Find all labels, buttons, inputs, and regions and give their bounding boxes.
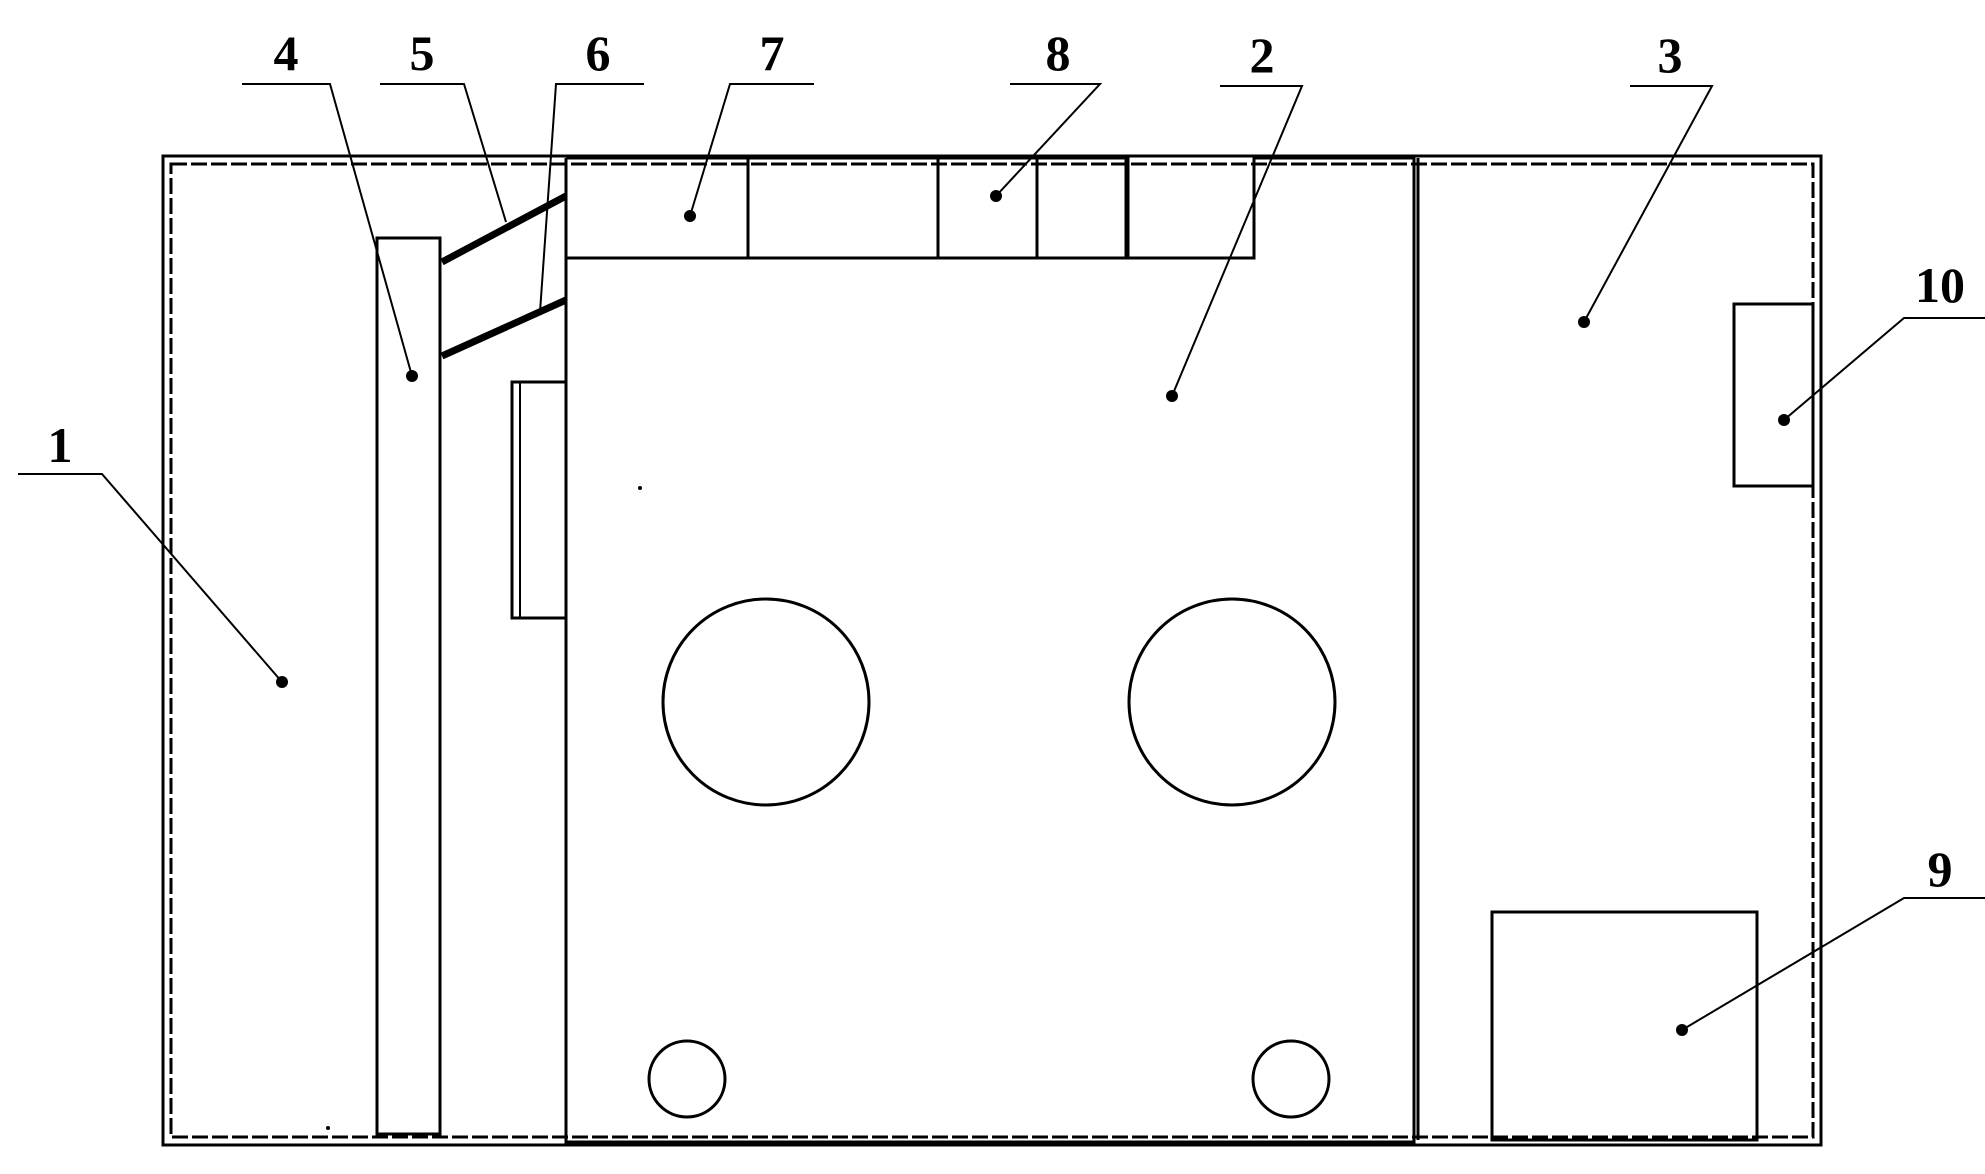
large-circle-right — [1127, 597, 1337, 807]
outer-housing — [161, 154, 1823, 1147]
label-1: 1 — [48, 417, 73, 473]
stray-dot — [326, 1126, 330, 1130]
label-5: 5 — [410, 25, 435, 81]
label-7: 7 — [760, 25, 785, 81]
label-9: 9 — [1928, 841, 1953, 897]
large-circle-left — [661, 597, 871, 807]
small-circle-right — [1251, 1039, 1331, 1119]
small-circle-left — [647, 1039, 727, 1119]
leader-dots — [276, 190, 1790, 1036]
rod-6 — [440, 296, 568, 360]
component-2-body — [564, 156, 1416, 1144]
post-4 — [375, 236, 442, 1136]
label-2: 2 — [1250, 27, 1275, 83]
block-8 — [936, 154, 1128, 260]
label-8: 8 — [1046, 25, 1071, 81]
block-9 — [1490, 910, 1759, 1142]
label-3: 3 — [1658, 27, 1683, 83]
label-6: 6 — [586, 25, 611, 81]
stray-dot — [638, 486, 642, 490]
block-10 — [1732, 302, 1815, 488]
label-4: 4 — [274, 25, 299, 81]
rod-5 — [440, 192, 568, 266]
label-10: 10 — [1915, 257, 1965, 313]
leader-lines — [18, 83, 1985, 1031]
side-block — [510, 380, 568, 620]
